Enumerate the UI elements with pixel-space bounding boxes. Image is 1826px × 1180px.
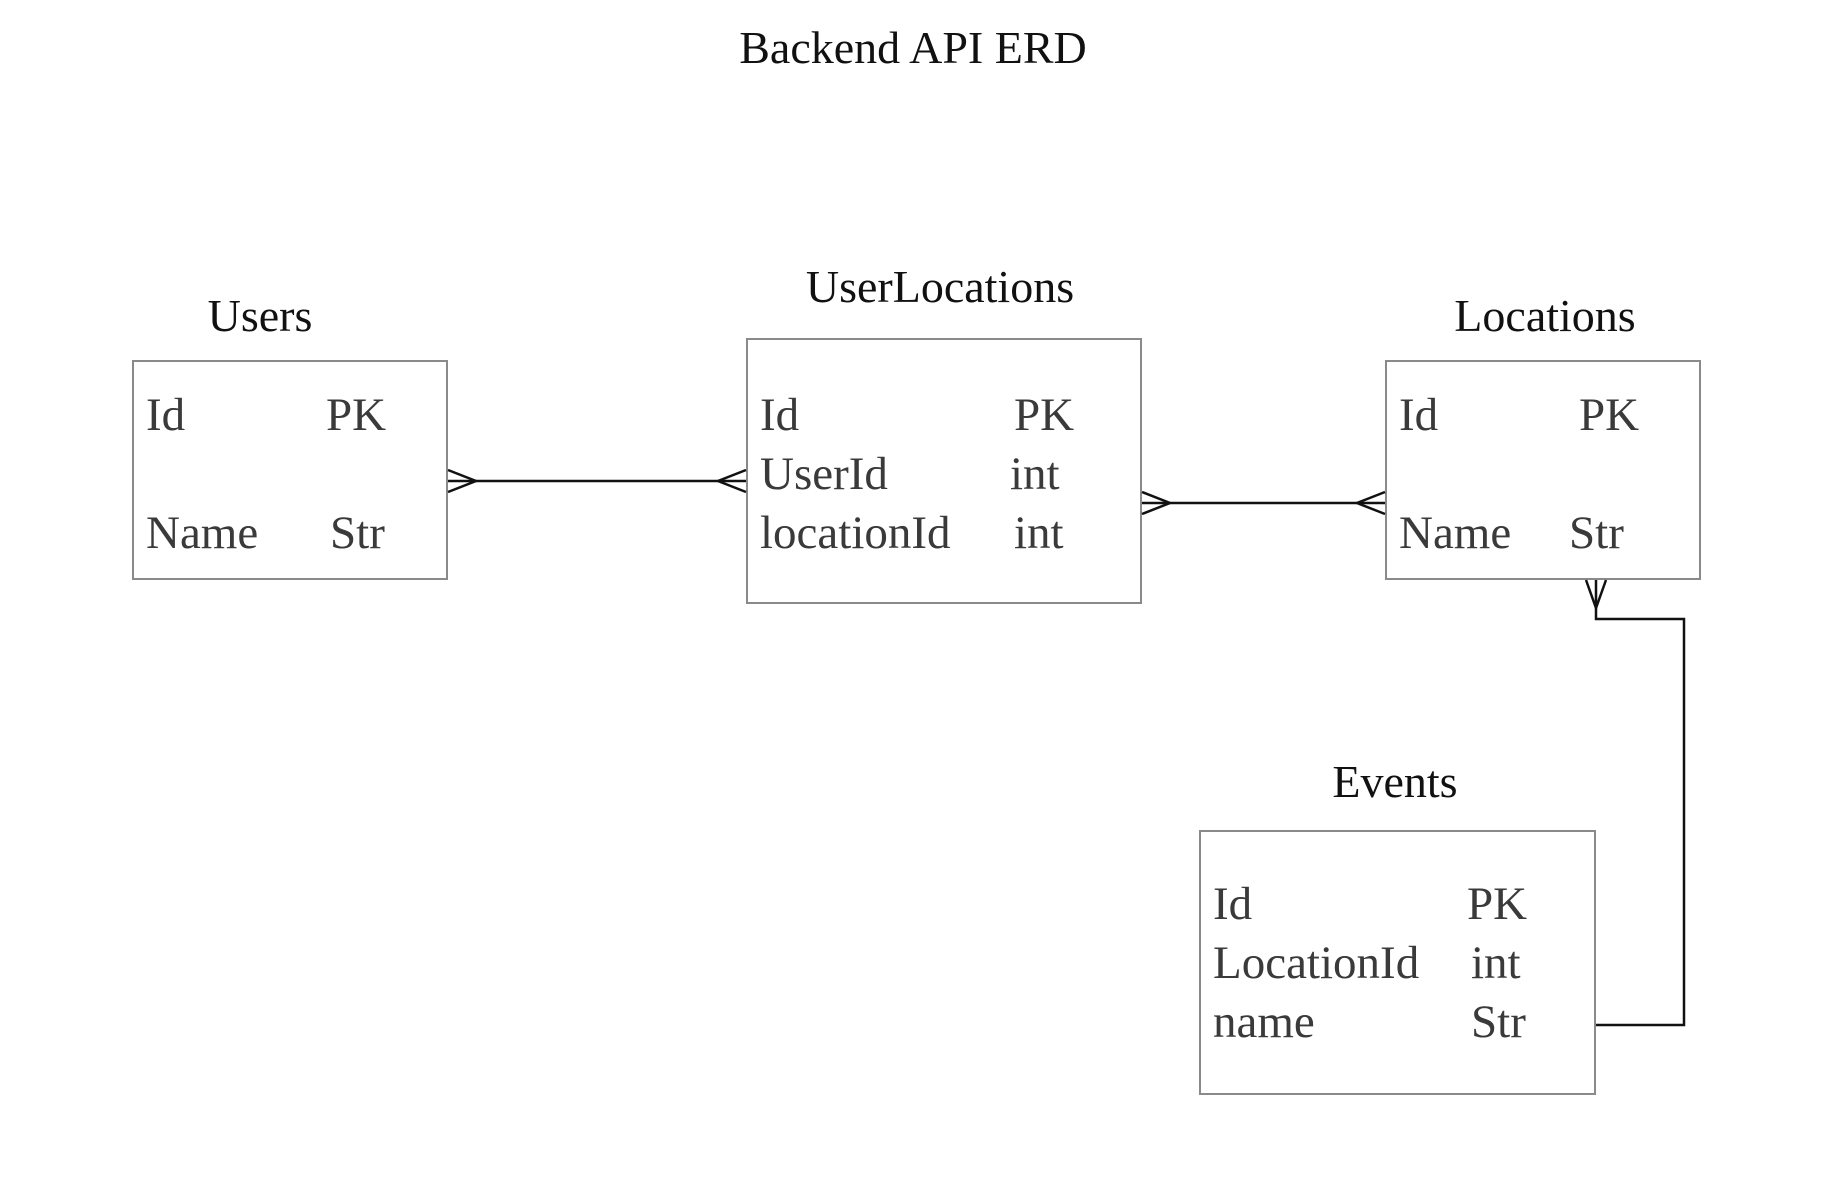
crowfoot-locations-bottom-end [1584,579,1608,612]
events-locationid-field: LocationId [1213,937,1420,989]
events-locationid-type: int [1471,937,1521,989]
events-id-type: PK [1467,878,1528,930]
locations-name-type: Str [1569,507,1624,559]
entity-box-users[interactable]: Id PK Name Str [132,360,448,580]
entity-title-user-locations: UserLocations [805,261,1075,312]
events-name-type: Str [1471,996,1526,1048]
entity-box-events[interactable]: Id PK LocationId int name Str [1199,830,1596,1095]
user-locations-id-field: Id [760,389,800,441]
user-locations-id-type: PK [1014,389,1075,441]
crowfoot-userlocations-left-end [714,468,747,494]
locations-id-type: PK [1579,389,1640,441]
user-locations-locationid-type: int [1014,507,1064,559]
crowfoot-users-end [447,468,480,494]
locations-name-field: Name [1399,507,1512,559]
entity-title-locations: Locations [1454,290,1636,341]
crowfoot-locations-left-end [1353,490,1386,516]
entity-title-users: Users [207,290,313,341]
entity-title-events: Events [1332,756,1458,807]
user-locations-userid-field: UserId [760,448,888,500]
diagram-title: Backend API ERD [739,22,1087,73]
entity-box-user-locations[interactable]: Id PK UserId int locationId int [746,338,1142,604]
locations-id-field: Id [1399,389,1439,441]
users-id-type: PK [326,389,387,441]
user-locations-locationid-field: locationId [760,507,951,559]
events-id-field: Id [1213,878,1253,930]
users-name-field: Name [146,507,259,559]
relationship-events-locations-line [1594,580,1686,1027]
crowfoot-userlocations-right-end [1141,490,1174,516]
events-name-field: name [1213,996,1315,1048]
user-locations-userid-type: int [1010,448,1060,500]
users-name-type: Str [330,507,385,559]
users-id-field: Id [146,389,186,441]
entity-box-locations[interactable]: Id PK Name Str [1385,360,1701,580]
